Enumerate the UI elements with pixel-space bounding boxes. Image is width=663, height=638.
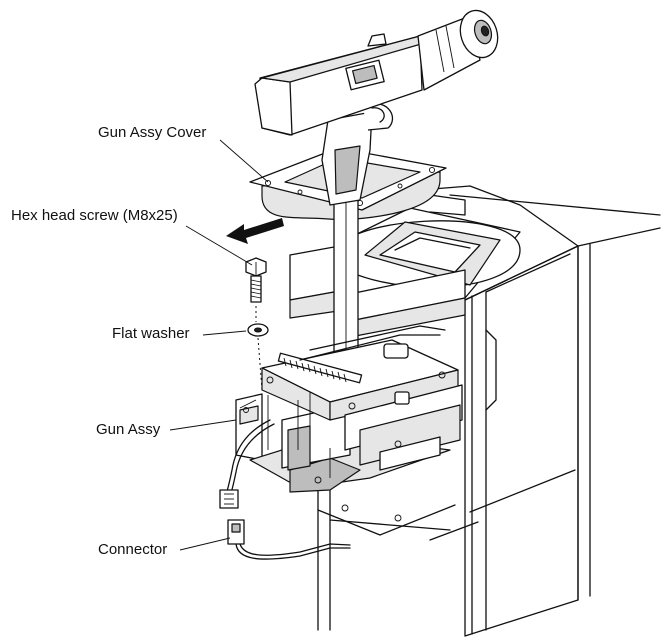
hex-head-screw-part — [245, 257, 267, 322]
label-hex-head-screw: Hex head screw (M8x25) — [11, 207, 178, 224]
label-gun-assy-cover: Gun Assy Cover — [98, 124, 207, 141]
direction-arrow-icon — [226, 218, 284, 244]
connector-cable-part — [219, 419, 351, 560]
gun-part — [254, 9, 499, 369]
label-connector: Connector — [98, 541, 168, 558]
cabinet-housing — [317, 185, 661, 637]
label-flat-washer: Flat washer — [112, 325, 190, 342]
label-gun-assy: Gun Assy — [96, 421, 161, 438]
flat-washer-part — [247, 323, 269, 391]
gun-assy-part — [235, 325, 463, 493]
leader-lines — [169, 139, 269, 551]
